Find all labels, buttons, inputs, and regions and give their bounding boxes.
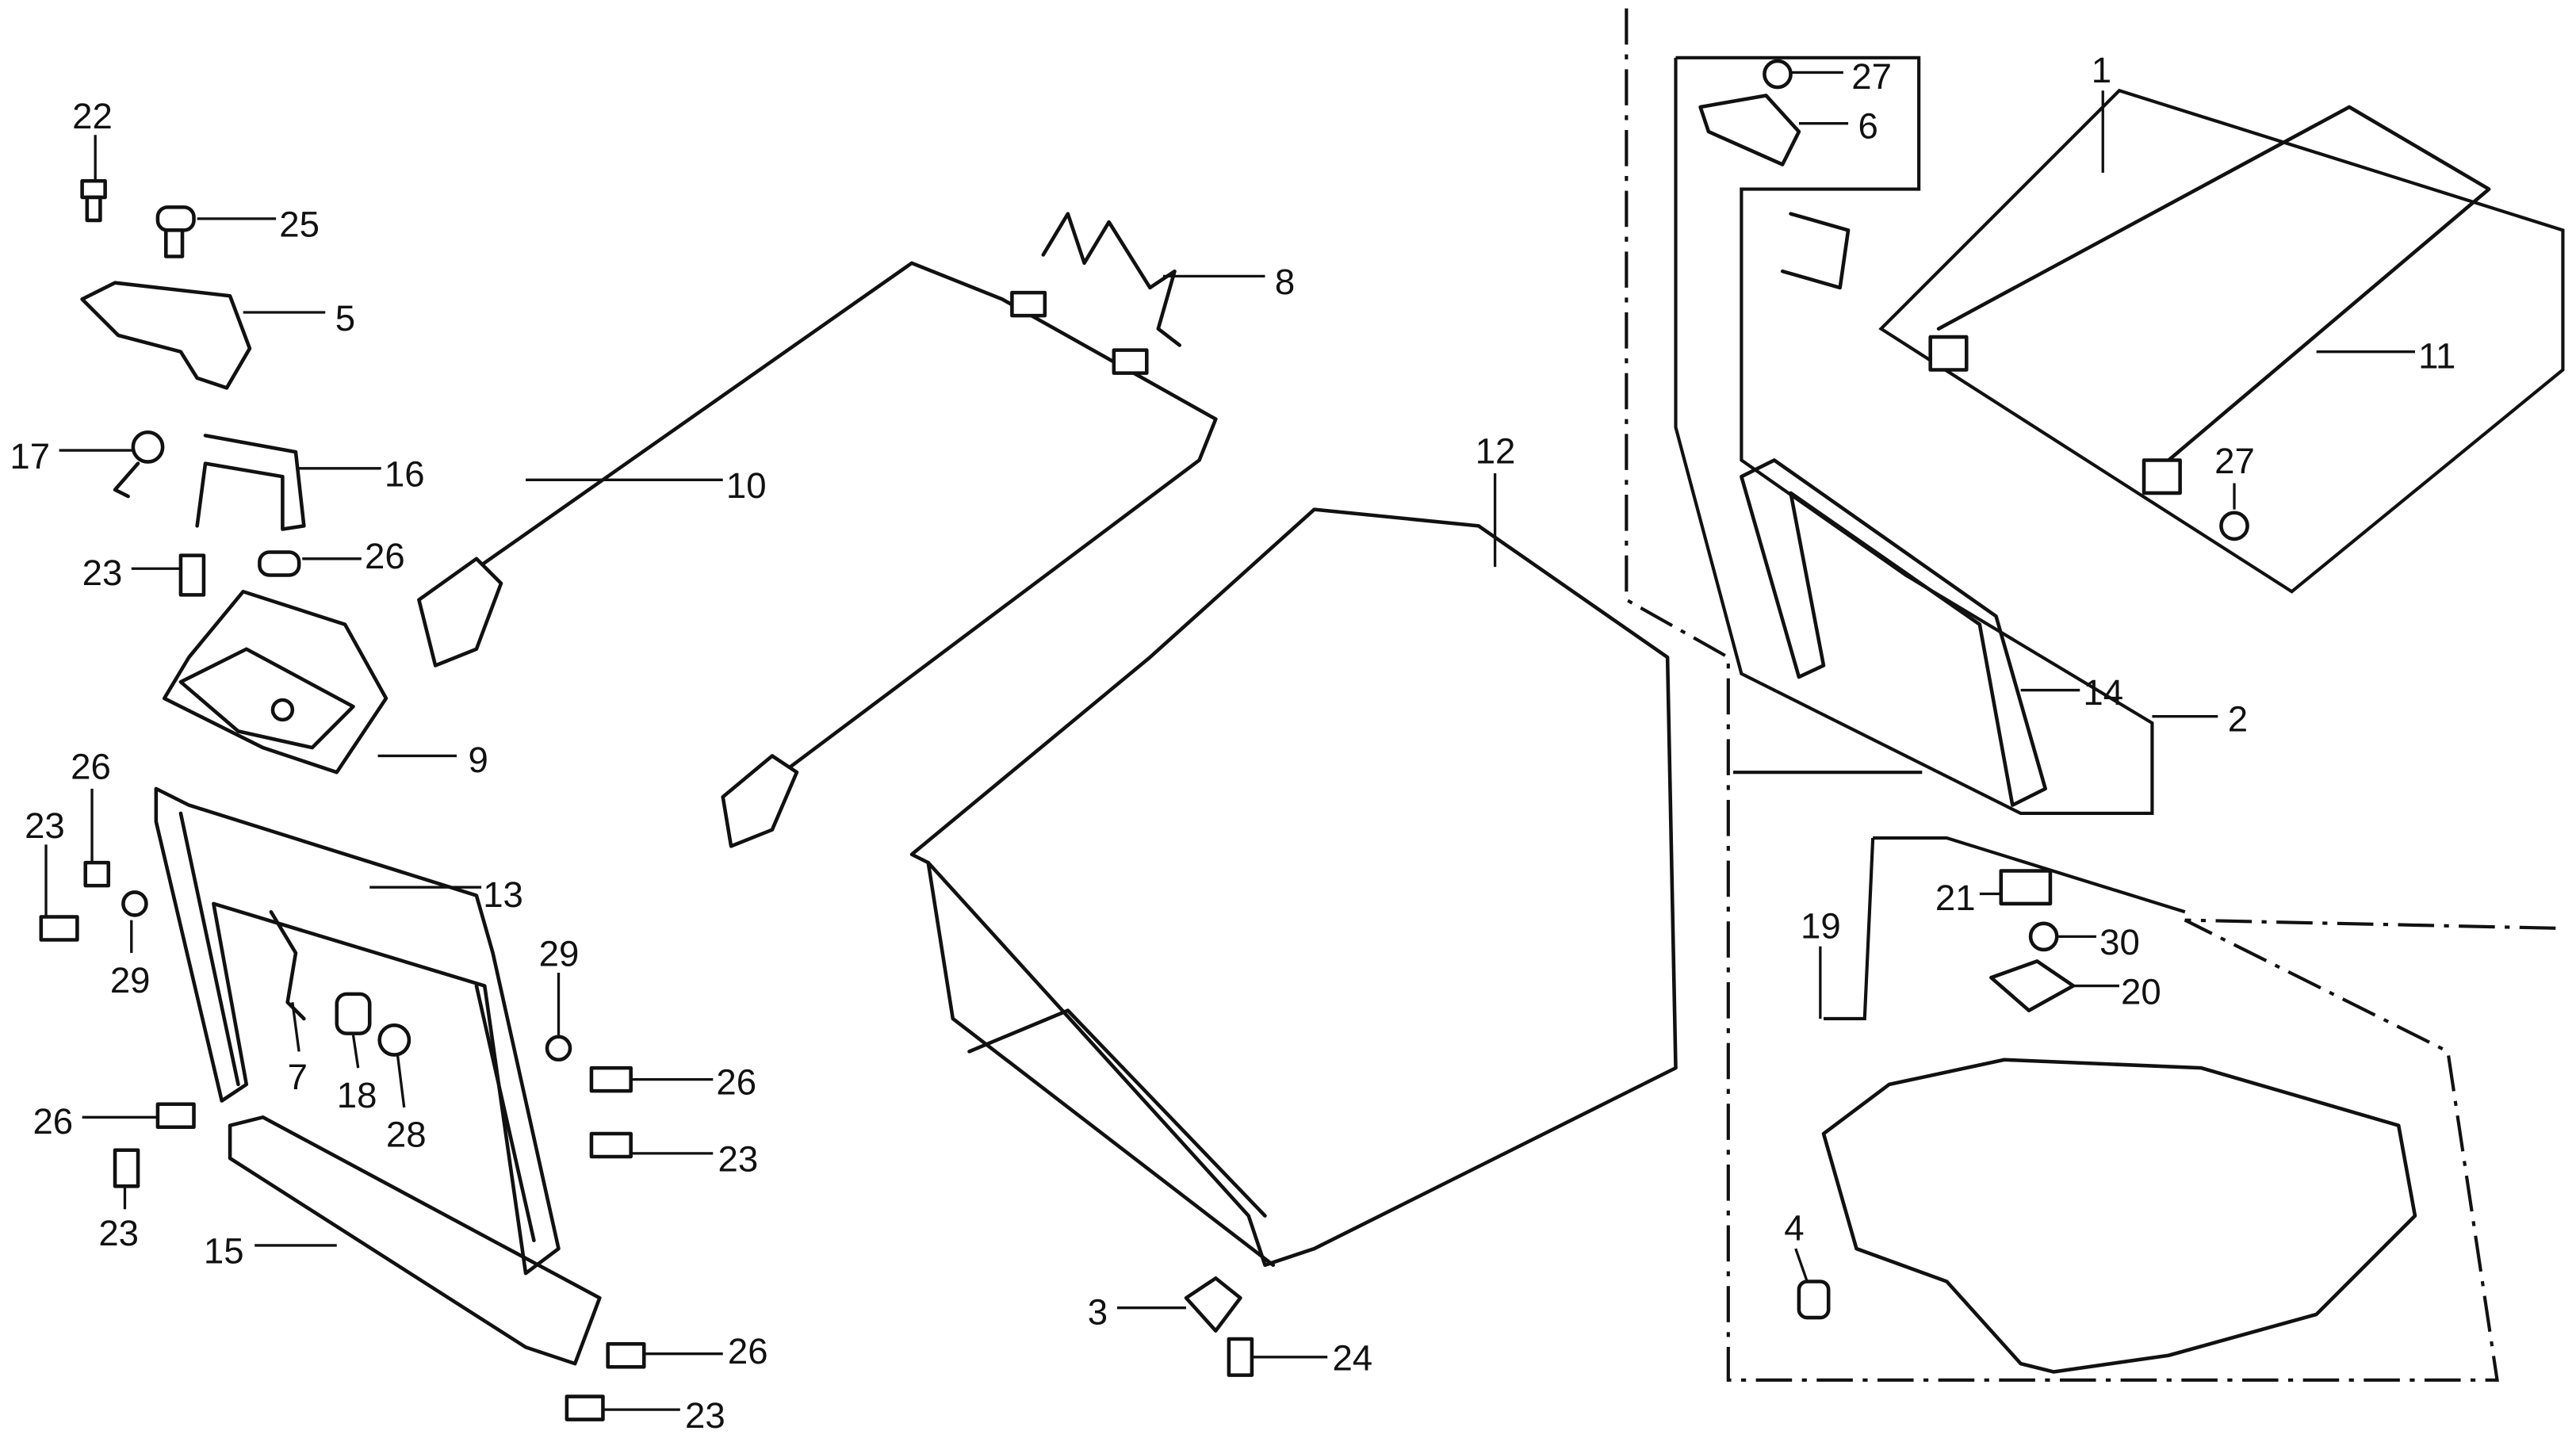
leader-line xyxy=(1794,1248,1809,1283)
callout-26: 26 xyxy=(33,1101,73,1142)
callout-22: 22 xyxy=(72,96,113,136)
frame-13 xyxy=(154,786,561,1276)
callout-12: 12 xyxy=(1476,431,1516,472)
callout-23: 23 xyxy=(718,1139,758,1180)
leader-lines xyxy=(44,71,2415,1411)
callout-26: 26 xyxy=(365,536,405,576)
callout-2: 2 xyxy=(2228,698,2248,739)
callout-23: 23 xyxy=(25,805,65,846)
spring-8 xyxy=(1041,212,1182,347)
callout-1: 1 xyxy=(2092,50,2111,90)
callout-5: 5 xyxy=(335,298,355,339)
callout-23: 23 xyxy=(98,1213,139,1253)
callout-24: 24 xyxy=(1332,1337,1372,1378)
callout-23: 23 xyxy=(685,1395,725,1436)
callout-26: 26 xyxy=(716,1062,756,1102)
callout-29: 29 xyxy=(539,934,580,974)
callout-6: 6 xyxy=(1858,105,1878,146)
callout-8: 8 xyxy=(1275,262,1295,302)
callout-15: 15 xyxy=(204,1231,244,1272)
cover-19 xyxy=(1797,869,2417,1374)
callout-13: 13 xyxy=(483,874,523,915)
callout-27: 27 xyxy=(2214,441,2255,481)
callout-23: 23 xyxy=(82,553,123,593)
callout-21: 21 xyxy=(1935,878,1976,918)
small-parts xyxy=(121,890,572,1062)
callout-26: 26 xyxy=(728,1331,768,1371)
callout-26: 26 xyxy=(71,746,111,786)
callout-20: 20 xyxy=(2121,971,2161,1012)
bar-15 xyxy=(228,1115,602,1366)
clip-16 xyxy=(195,434,306,531)
leader-line xyxy=(351,1035,360,1069)
callout-10: 10 xyxy=(726,465,767,506)
clip-3-screw-24 xyxy=(1184,1276,1254,1377)
assembly-borders xyxy=(1625,8,2565,1382)
small-bolts xyxy=(39,550,646,1421)
callout-16: 16 xyxy=(385,454,425,495)
bolt-icon xyxy=(80,178,107,223)
callout-28: 28 xyxy=(386,1115,427,1155)
bag-12 xyxy=(909,507,1678,1268)
leader-line xyxy=(396,1054,406,1108)
callout-27: 27 xyxy=(1851,56,1892,97)
callout-3: 3 xyxy=(1088,1291,1108,1332)
callout-9: 9 xyxy=(469,740,488,780)
callout-30: 30 xyxy=(2099,922,2140,962)
callout-11: 11 xyxy=(2418,335,2455,376)
callout-25: 25 xyxy=(279,205,320,245)
pin-icon xyxy=(155,205,196,258)
leader-line xyxy=(291,1002,300,1052)
spring-17 xyxy=(113,430,165,499)
callout-14: 14 xyxy=(2083,672,2123,713)
part-drawings xyxy=(39,59,2491,1421)
rod-10 xyxy=(417,261,1218,848)
callout-4: 4 xyxy=(1784,1208,1804,1249)
handle-9 xyxy=(162,589,389,775)
callout-29: 29 xyxy=(110,960,151,1000)
right-assembly-parts xyxy=(1698,59,2491,807)
callout-7: 7 xyxy=(288,1057,308,1097)
callout-17: 17 xyxy=(10,436,50,476)
callout-18: 18 xyxy=(337,1075,377,1115)
callout-19: 19 xyxy=(1801,905,1841,946)
bracket-5 xyxy=(80,281,252,390)
